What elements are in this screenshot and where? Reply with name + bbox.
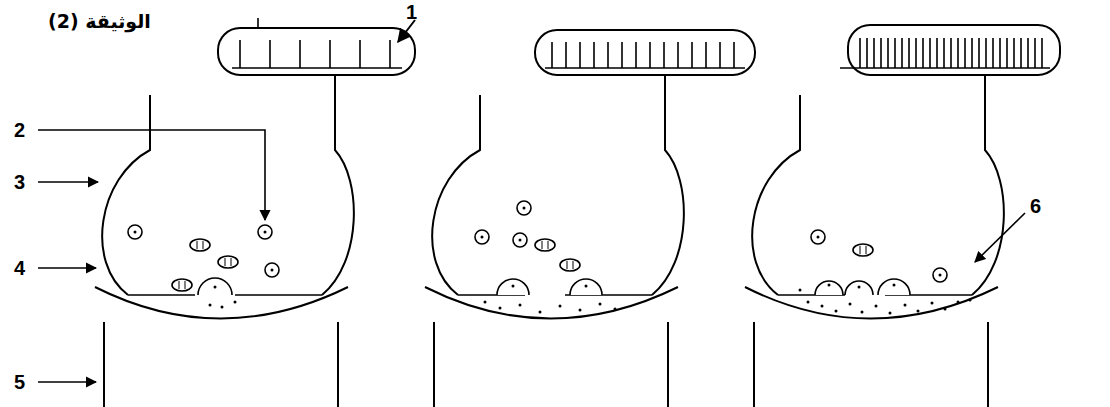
callout-number: 6 xyxy=(1030,196,1041,216)
callout-number: 1 xyxy=(406,2,417,22)
callout-number: 5 xyxy=(14,372,25,392)
document-title: الوثيقة (2) xyxy=(48,10,151,33)
callout-number: 2 xyxy=(14,120,25,140)
callout-number: 3 xyxy=(14,172,25,192)
callout-number: 4 xyxy=(14,258,25,278)
